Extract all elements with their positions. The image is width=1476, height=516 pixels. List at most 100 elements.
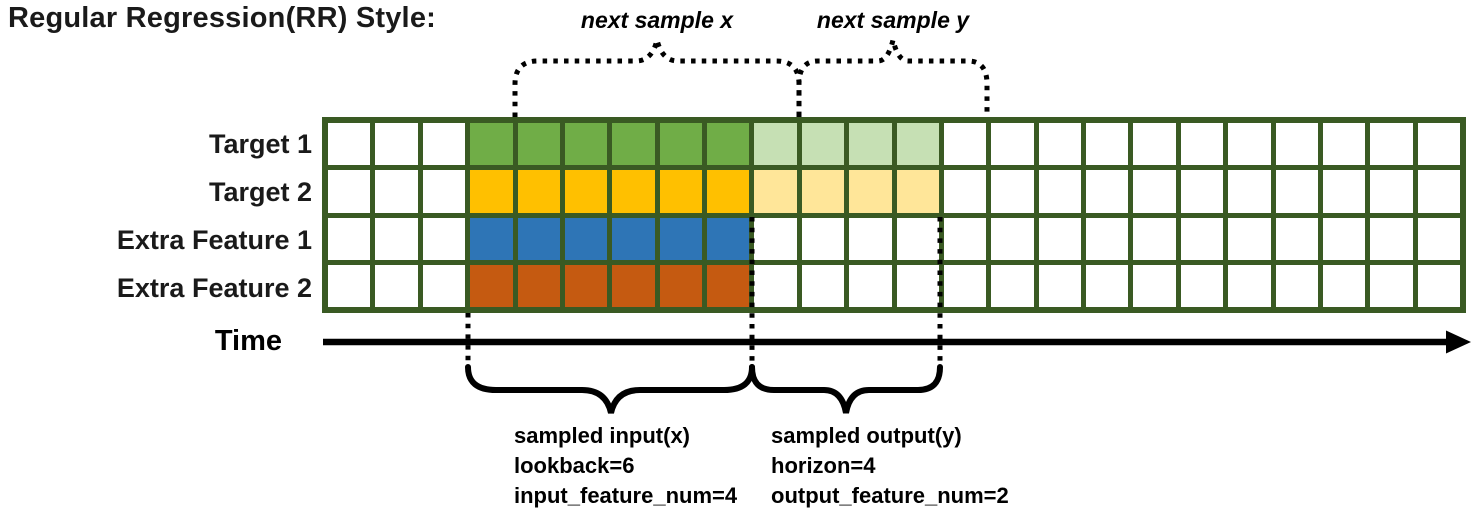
timeseries-grid: [322, 117, 1466, 313]
time-axis-label: Time: [214, 325, 282, 357]
grid-cell: [801, 123, 845, 166]
grid-cell: [849, 217, 892, 260]
grid-cell: [754, 170, 797, 213]
grid-cell: [707, 217, 750, 260]
grid-cell: [849, 170, 892, 213]
grid-cell: [991, 264, 1034, 307]
grid-cell: [470, 264, 513, 307]
grid-cell: [1180, 217, 1224, 260]
row-label: Target 2: [208, 177, 312, 207]
grid-cell: [943, 170, 987, 213]
grid-cell: [517, 264, 560, 307]
grid-cell: [1322, 264, 1366, 307]
next-sample-y-brace: [796, 39, 990, 117]
grid-cell: [896, 123, 939, 166]
grid-cell: [754, 217, 797, 260]
horizon-value: horizon=4: [771, 453, 876, 478]
grid-cell: [517, 123, 560, 166]
grid-cell: [1275, 264, 1318, 307]
grid-cell: [991, 123, 1034, 166]
grid-cell: [896, 264, 939, 307]
grid-cell: [659, 170, 702, 213]
grid-cell: [470, 170, 513, 213]
grid-cell: [801, 217, 845, 260]
grid-cell: [1038, 217, 1081, 260]
grid-cell: [801, 170, 845, 213]
row-label: Target 1: [208, 129, 312, 159]
grid-cell: [375, 217, 418, 260]
grid-cell: [564, 123, 608, 166]
grid-cell: [1086, 170, 1129, 213]
grid-cell: [659, 123, 702, 166]
grid-cell: [1086, 123, 1129, 166]
sampled-input-brace: [465, 364, 755, 414]
grid-cell: [1086, 264, 1129, 307]
grid-cell: [1228, 217, 1271, 260]
grid-cell: [659, 264, 702, 307]
grid-cell: [328, 217, 371, 260]
next-sample-x-label: next sample x: [580, 7, 734, 33]
grid-cell: [1228, 123, 1271, 166]
grid-cell: [1275, 217, 1318, 260]
grid-cell: [470, 123, 513, 166]
row-label: Extra Feature 2: [116, 273, 312, 303]
grid-cell: [328, 170, 371, 213]
grid-cell: [801, 264, 845, 307]
grid-cell: [517, 170, 560, 213]
grid-cell: [1417, 170, 1460, 213]
lookback-value: lookback=6: [514, 453, 635, 478]
grid-cell: [1322, 170, 1366, 213]
grid-cell: [1133, 123, 1176, 166]
grid-cell: [1133, 217, 1176, 260]
grid-cell: [375, 170, 418, 213]
grid-cell: [754, 264, 797, 307]
grid-cell: [754, 123, 797, 166]
grid-cell: [1275, 170, 1318, 213]
grid-cell: [1038, 264, 1081, 307]
grid-cell: [896, 170, 939, 213]
grid-cell: [564, 264, 608, 307]
grid-cell: [470, 217, 513, 260]
grid-cell: [849, 123, 892, 166]
grid-cell: [1228, 264, 1271, 307]
grid-cell: [612, 217, 655, 260]
grid-cell: [943, 123, 987, 166]
grid-cell: [328, 264, 371, 307]
grid-cell: [1275, 123, 1318, 166]
grid-cell: [943, 217, 987, 260]
input-feature-num-value: input_feature_num=4: [514, 483, 738, 508]
grid-cell: [612, 264, 655, 307]
grid-cell: [1180, 264, 1224, 307]
grid-cell: [1370, 217, 1413, 260]
grid-cell: [1370, 264, 1413, 307]
grid-cell: [1370, 123, 1413, 166]
grid-cell: [564, 170, 608, 213]
grid-cell: [1370, 170, 1413, 213]
grid-cell: [707, 170, 750, 213]
grid-cell: [1038, 123, 1081, 166]
next-sample-y-label: next sample y: [816, 7, 970, 33]
grid-cell: [517, 217, 560, 260]
sampled-output-brace: [749, 364, 943, 414]
grid-cell: [1417, 217, 1460, 260]
grid-cell: [1180, 170, 1224, 213]
grid-cell: [1180, 123, 1224, 166]
grid-cell: [1133, 264, 1176, 307]
grid-cell: [375, 123, 418, 166]
grid-cell: [328, 123, 371, 166]
grid-cell: [896, 217, 939, 260]
sampled-output-title: sampled output(y): [771, 423, 962, 448]
grid-cell: [707, 123, 750, 166]
sampled-input-title: sampled input(x): [514, 423, 691, 448]
diagram-title: Regular Regression(RR) Style:: [8, 2, 436, 34]
grid-cell: [1086, 217, 1129, 260]
sampled-output-annotation: sampled output(y) horizon=4 output_featu…: [771, 421, 1009, 511]
grid-cell: [612, 123, 655, 166]
grid-cell: [943, 264, 987, 307]
grid-cell: [1133, 170, 1176, 213]
grid-cell: [1228, 170, 1271, 213]
grid-cell: [564, 217, 608, 260]
output-feature-num-value: output_feature_num=2: [771, 483, 1009, 508]
grid-cell: [991, 170, 1034, 213]
